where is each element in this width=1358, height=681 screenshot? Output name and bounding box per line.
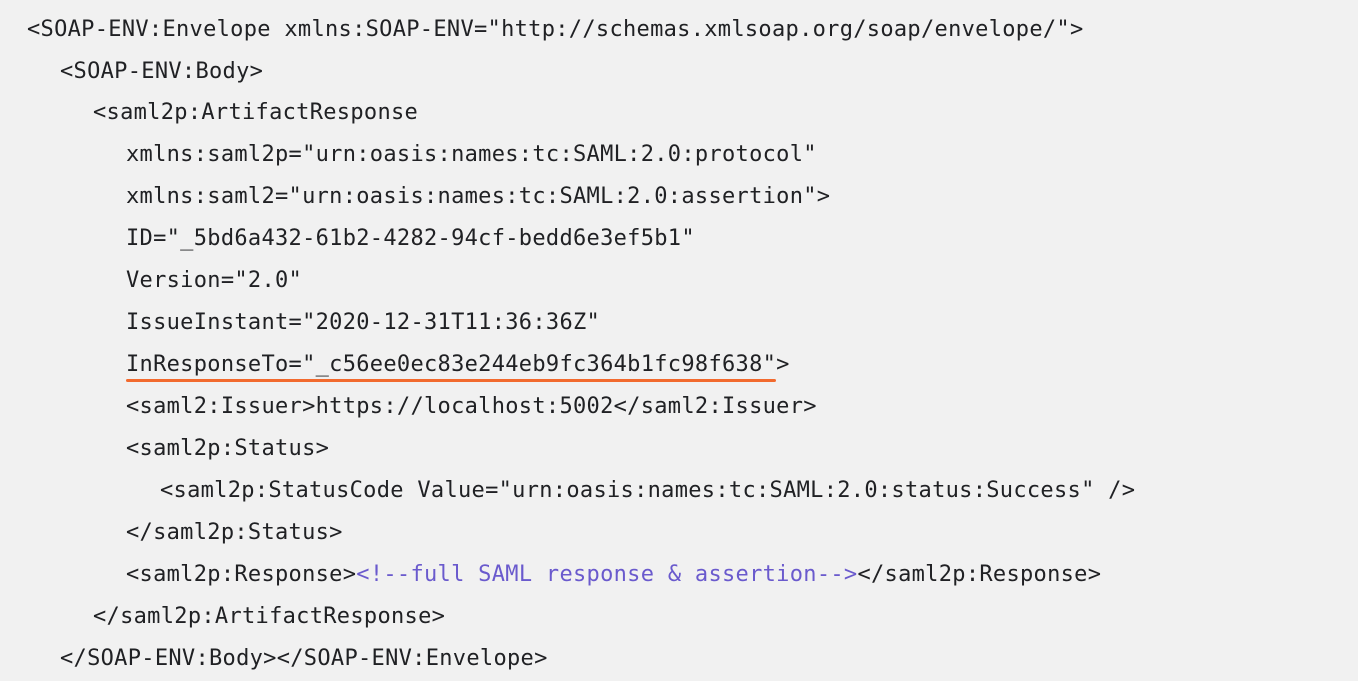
code-line-id-attribute: ID="_5bd6a432-61b2-4282-94cf-bedd6e3ef5b…: [126, 226, 695, 251]
code-line-issuer: <saml2:Issuer>https://localhost:5002</sa…: [126, 394, 817, 419]
code-line-artifact-response-open: <saml2p:ArtifactResponse: [93, 100, 419, 125]
response-open-tag: <saml2p:Response>: [126, 562, 357, 587]
code-line-status-code: <saml2p:StatusCode Value="urn:oasis:name…: [160, 478, 1136, 503]
code-line-status-close: </saml2p:Status>: [126, 520, 343, 545]
code-line-xmlns-saml2p: xmlns:saml2p="urn:oasis:names:tc:SAML:2.…: [126, 142, 817, 167]
code-line-soap-envelope-open: <SOAP-ENV:Envelope xmlns:SOAP-ENV="http:…: [27, 17, 1084, 42]
code-line-artifact-response-close: </saml2p:ArtifactResponse>: [93, 604, 446, 629]
code-line-version-attribute: Version="2.0": [126, 268, 303, 293]
response-comment: <!--full SAML response & assertion-->: [356, 562, 858, 587]
code-line-issue-instant: IssueInstant="2020-12-31T11:36:36Z": [126, 310, 601, 335]
code-line-response: <saml2p:Response><!--full SAML response …: [126, 558, 1101, 592]
code-line-xmlns-saml2: xmlns:saml2="urn:oasis:names:tc:SAML:2.0…: [126, 184, 831, 209]
code-line-status-open: <saml2p:Status>: [126, 436, 330, 461]
in-response-to-highlight: InResponseTo="_c56ee0ec83e244eb9fc364b1f…: [126, 348, 777, 382]
code-line-in-response-to: InResponseTo="_c56ee0ec83e244eb9fc364b1f…: [126, 348, 790, 382]
code-line-soap-body-envelope-close: </SOAP-ENV:Body></SOAP-ENV:Envelope>: [60, 646, 548, 671]
response-close-tag: </saml2p:Response>: [857, 562, 1102, 587]
code-line-soap-body-open: <SOAP-ENV:Body>: [60, 59, 264, 84]
tag-close-bracket: >: [776, 352, 790, 377]
